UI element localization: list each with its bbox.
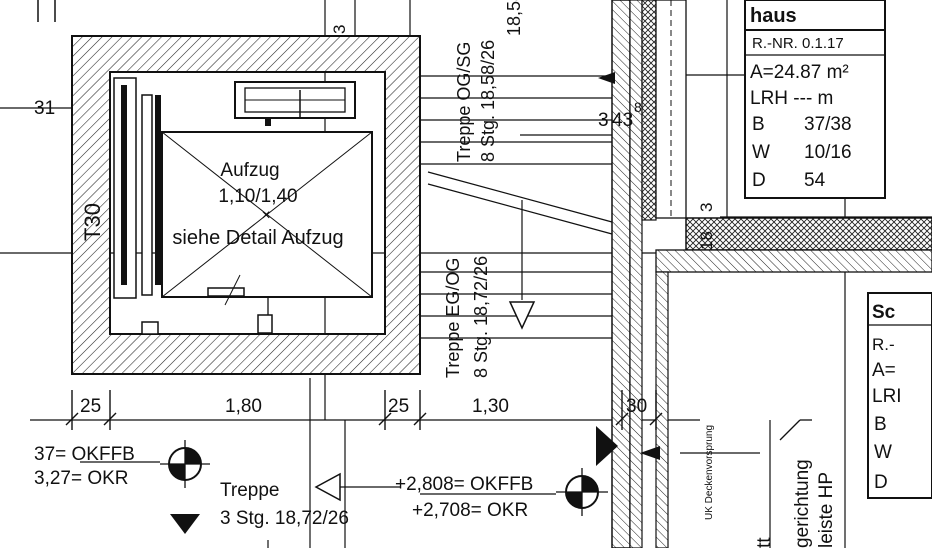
room-number: R.-NR. 0.1.17: [752, 35, 844, 52]
level-left-okffb: 37= OKFFB: [34, 444, 135, 465]
note-richtung: gerichtung: [792, 459, 813, 548]
dim-31: 31: [34, 98, 55, 119]
elevator-cross: ×: [261, 207, 270, 224]
room-info-box-right: [867, 292, 932, 499]
room2-title: Sc: [872, 302, 896, 323]
room2-b: B: [874, 414, 887, 435]
level-mid-okr: +2,708= OKR: [412, 500, 528, 521]
elevator-detail: siehe Detail Aufzug: [172, 227, 343, 249]
room2-lrh: LRI: [872, 386, 902, 407]
dim-3: 3: [598, 110, 609, 131]
dim-18: 18: [697, 231, 716, 250]
room-title: haus: [750, 5, 797, 27]
elevator-label: Aufzug: [220, 160, 279, 181]
room-d-label: D: [752, 170, 766, 191]
room2-w: W: [874, 442, 892, 463]
room2-number: R.-: [872, 335, 895, 354]
elevator-size: 1,10/1,40: [218, 186, 297, 207]
wall-rating-label: T30: [80, 203, 105, 241]
stair-middle-line2: 8 Stg. 18,72/26: [471, 256, 491, 378]
level-left-okr: 3,27= OKR: [34, 468, 129, 489]
stair-middle-line1: Treppe EG/OG: [443, 258, 463, 378]
room-area: A=24.87 m²: [750, 62, 849, 83]
dim-top-right: 18,58/26: [504, 0, 524, 36]
dim-25-left: 25: [80, 396, 101, 417]
elevator-shaft-wall: [71, 35, 421, 375]
dim-8-sup: 8: [634, 99, 642, 115]
level-marker-mid: [556, 468, 608, 516]
note-tt: tt: [754, 537, 775, 548]
room-d-value: 54: [804, 170, 826, 191]
dim-3-vert: 3: [697, 203, 716, 212]
stair-upper-line1: Treppe OG/SG: [454, 42, 474, 162]
level-marker-left: [160, 440, 210, 488]
room-w-value: 10/16: [804, 142, 852, 163]
room-w-label: W: [752, 142, 770, 163]
room2-d: D: [874, 472, 888, 493]
note-uk-deckenvorsprung: UK Deckenvorsprung: [704, 425, 715, 520]
dim-25-right: 25: [388, 396, 409, 417]
level-mid-okffb: +2,808= OKFFB: [395, 474, 533, 495]
room-lrh: LRH --- m: [750, 88, 833, 109]
stair-upper-line2: 8 Stg. 18,58/26: [478, 40, 498, 162]
room2-area: A=: [872, 360, 896, 381]
stair-lower-line2: 3 Stg. 18,72/26: [220, 508, 349, 529]
dim-130: 1,30: [472, 396, 509, 417]
note-leiste: leiste HP: [816, 472, 837, 548]
dim-180: 1,80: [225, 396, 262, 417]
dim-30: 30: [626, 396, 647, 417]
room-b-label: B: [752, 114, 765, 135]
dim-top-3: 3: [330, 25, 349, 34]
stair-lower-line1: Treppe: [220, 480, 280, 501]
room-b-value: 37/38: [804, 114, 852, 135]
dim-43: 43: [612, 110, 633, 131]
